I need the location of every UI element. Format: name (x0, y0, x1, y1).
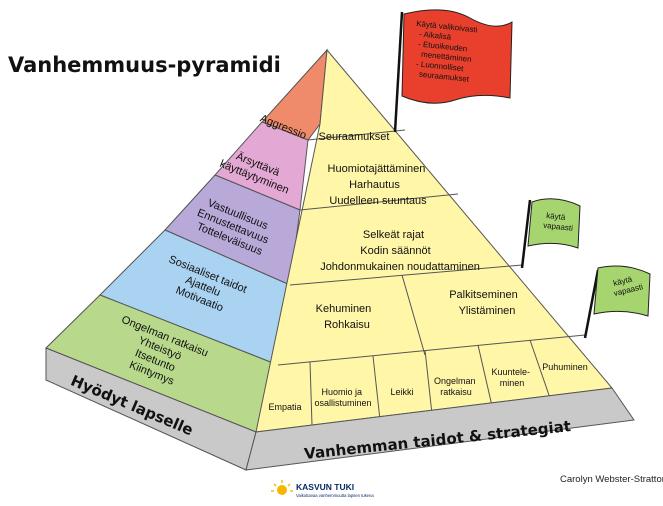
base-divider-3 (424, 349, 433, 415)
logo: KASVUN TUKI Vaikuttavaa vanhemmuutta lap… (271, 480, 374, 498)
page-title: Vanhemmuus-pyramidi (8, 53, 281, 77)
green-flag-2: käytä vapaasti (583, 265, 651, 339)
red-flag: Käytä valikoivasti - Aikalisä - Etuoikeu… (393, 9, 513, 133)
sun-icon (271, 480, 293, 495)
base-item-huomio: Huomio ja osallistuminen (314, 387, 371, 408)
logo-name: KASVUN TUKI (296, 482, 354, 492)
green-flag-1: käytä vapaasti (520, 198, 581, 269)
base-item-empatia: Empatia (268, 402, 301, 412)
right-level-2-label: Huomiotajättäminen Harhautus Uudelleen s… (328, 163, 429, 207)
base-divider-1 (309, 361, 313, 426)
base-divider-4 (477, 344, 493, 407)
base-divider-5 (529, 339, 551, 399)
green-flag-2-pole (583, 269, 600, 339)
right-top-label: Seuraamukset (319, 131, 390, 143)
right-level-3-label: Selkeät rajat Kodin säännöt Johdonmukain… (320, 229, 480, 273)
base-row-labels: Empatia Huomio ja osallistuminen Leikki … (268, 362, 587, 412)
right-divider-3 (289, 264, 523, 286)
left-face (45, 48, 328, 471)
right-divider-4 (277, 334, 586, 366)
green-flag-1-pole (520, 199, 532, 269)
right-labels: Seuraamukset Huomiotajättäminen Harhautu… (316, 131, 521, 331)
red-flag-pole (393, 11, 404, 133)
right-divider-mid (401, 274, 426, 356)
base-item-ongelman: Ongelman ratkaisu (434, 376, 478, 397)
credit-text: Carolyn Webster-Stratton (560, 474, 663, 485)
red-flag-text: Käytä valikoivasti - Aikalisä - Etuoikeu… (411, 19, 480, 84)
right-level-4-right-label: Palkitseminen Ylistäminen (449, 289, 521, 317)
green-flag-2-cloth (593, 265, 651, 317)
right-base-band (245, 387, 635, 471)
base-item-kuuntele: Kuuntele- minen (491, 367, 532, 388)
base-divider-2 (372, 355, 381, 421)
base-item-puhuminen: Puhuminen (542, 362, 588, 372)
right-divider-1 (307, 129, 406, 141)
green-flag-1-cloth (527, 198, 581, 249)
right-face (245, 48, 635, 471)
right-divider-2 (299, 193, 459, 211)
logo-tagline: Vaikuttavaa vanhemmuutta lapsen tukena (296, 493, 374, 498)
right-level-4-left-label: Kehuminen Rohkaisu (316, 303, 375, 331)
base-item-leikki: Leikki (390, 387, 413, 397)
green-flag-1-text: käytä vapaasti (543, 211, 575, 233)
red-flag-cloth (401, 9, 513, 104)
